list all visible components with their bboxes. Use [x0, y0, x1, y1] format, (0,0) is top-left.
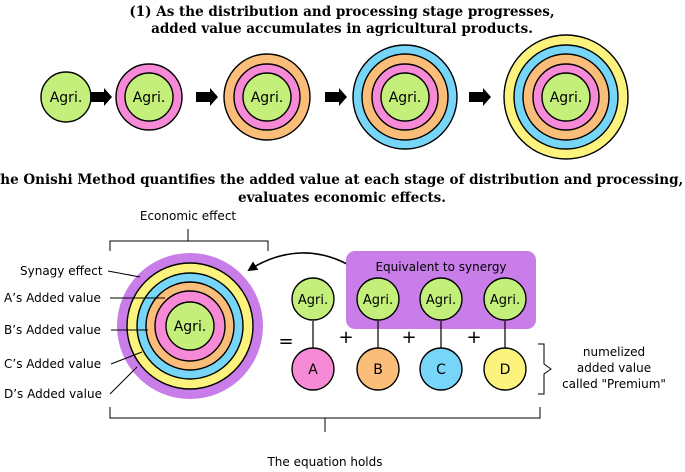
agri-label: Agri.: [550, 90, 583, 106]
equation-term-d: Agri. D: [483, 277, 527, 391]
stage-a-circle: [291, 347, 335, 391]
progression-stage-4: Agri.: [352, 44, 458, 150]
a-added-value-label: A’s Added value: [4, 291, 101, 305]
progression-stage-1: Agri.: [40, 71, 92, 123]
plus-sign: +: [401, 327, 416, 348]
d-added-value-leader: [109, 366, 138, 395]
agri-label: Agri.: [174, 319, 207, 335]
agri-label: Agri.: [50, 90, 83, 106]
equation-term-a: Agri. A: [291, 277, 335, 391]
synergy-effect-leader: [107, 270, 141, 278]
synergy-effect-label: Synagy effect: [20, 264, 103, 278]
economic-effect-label: Economic effect: [140, 209, 237, 223]
agri-label: Agri.: [389, 90, 422, 106]
right-arrow-icon: [90, 88, 112, 106]
agri-label: Agri.: [363, 293, 393, 308]
stage-c-circle: [419, 347, 463, 391]
stage-d-circle: [483, 347, 527, 391]
equation-term-b: Agri. B: [356, 277, 400, 391]
equation-holds-brace: [109, 407, 541, 432]
section1-heading-line2: added value accumulates in agricultural …: [151, 21, 533, 37]
synergy-arrow: [247, 252, 361, 273]
agri-circle: [419, 277, 463, 321]
economic-effect-brace: [109, 229, 269, 251]
stage-d-label: D: [500, 362, 511, 378]
agri-label: Agri.: [298, 293, 328, 308]
plus-sign: +: [466, 327, 481, 348]
agri-circle: [483, 277, 527, 321]
right-arrow-icon: [325, 88, 347, 106]
economic-effect-circle: Agri.: [117, 253, 263, 399]
agri-core-circle: [380, 72, 430, 122]
premium-note-line1: numelized: [583, 345, 645, 359]
c-added-value-label: C’s Added value: [4, 357, 101, 371]
right-arrow-icon: [469, 88, 491, 106]
agri-circle: [356, 277, 400, 321]
d-added-value-label: D’s Added value: [4, 387, 102, 401]
equation-holds-label: The equation holds: [266, 455, 382, 469]
progression-stage-2: Agri.: [115, 63, 183, 131]
equals-sign: =: [278, 331, 293, 352]
section2-heading-line2: evaluates economic effects.: [238, 190, 446, 206]
section2-heading-line1: (2)The Onishi Method quantifies the adde…: [0, 172, 685, 188]
b-added-value-label: B’s Added value: [4, 323, 101, 337]
synergy-box-label: Equivalent to synergy: [375, 260, 506, 274]
c-added-value-leader: [110, 351, 143, 365]
progression-stage-5: Agri.: [503, 34, 629, 160]
agri-label: Agri.: [251, 90, 284, 106]
premium-note-line3: called "Premium": [562, 377, 666, 391]
premium-bracket: [538, 343, 552, 395]
agri-core-circle: [242, 72, 292, 122]
agri-core-circle: [124, 72, 174, 122]
plus-sign: +: [338, 327, 353, 348]
agri-core-circle: [541, 72, 591, 122]
right-arrow-icon: [196, 88, 218, 106]
stage-a-label: A: [308, 362, 318, 378]
agri-circle: [291, 277, 335, 321]
section1-heading-line1: (1) As the distribution and processing s…: [129, 4, 554, 20]
premium-note-line2: added value: [577, 361, 651, 375]
stage-b-circle: [356, 347, 400, 391]
agri-label: Agri.: [133, 90, 166, 106]
progression-stage-3: Agri.: [223, 53, 311, 141]
agri-label: Agri.: [490, 293, 520, 308]
stage-b-label: B: [373, 362, 383, 378]
stage-c-label: C: [436, 362, 446, 378]
agri-label: Agri.: [426, 293, 456, 308]
equation-term-c: Agri. C: [419, 277, 463, 391]
agri-core-circle: [165, 301, 215, 351]
